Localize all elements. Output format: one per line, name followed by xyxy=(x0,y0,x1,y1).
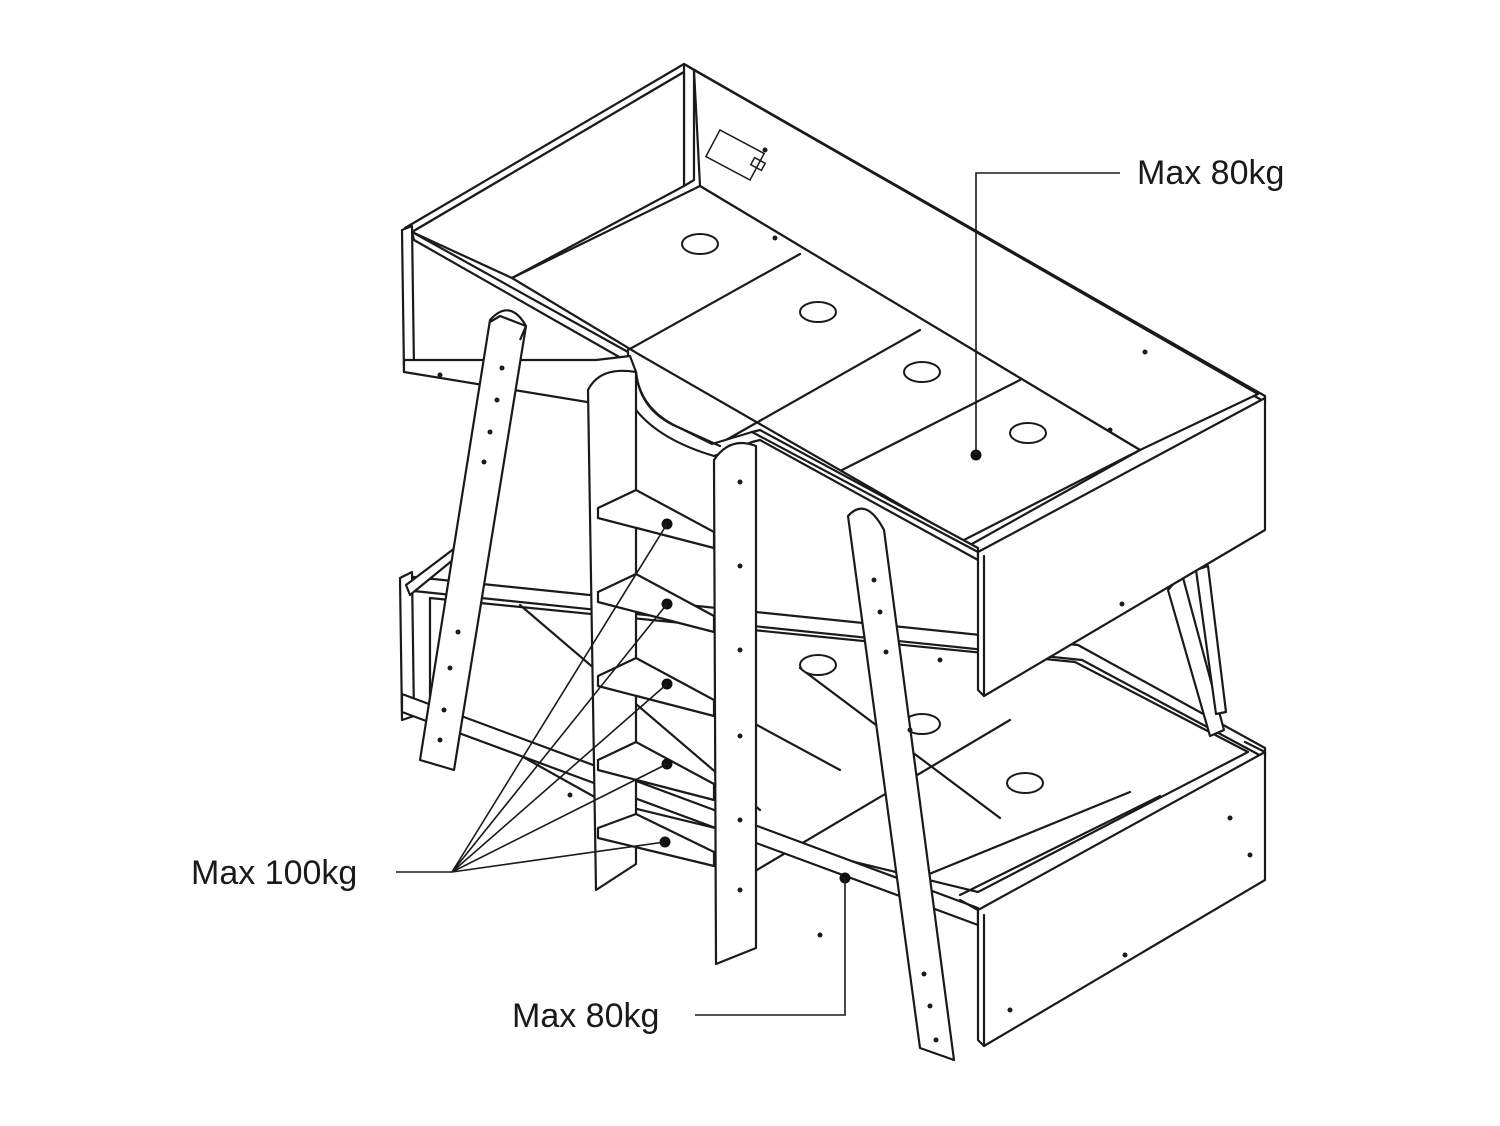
top-bunk xyxy=(400,62,1267,698)
ladder-back-rail xyxy=(586,369,638,892)
ladder-steps-weight-label: Max 100kg xyxy=(191,854,357,892)
callout-top-bunk: Max 80kg xyxy=(970,154,1284,461)
top-bunk-right-end xyxy=(976,396,1267,698)
bolt-pins xyxy=(437,147,1253,1043)
top-bunk-floor xyxy=(510,184,1142,547)
top-bunk-left-end xyxy=(400,224,416,374)
bottom-bunk-weight-label: Max 80kg xyxy=(512,997,659,1035)
callout-bottom-bunk: Max 80kg xyxy=(512,872,851,1035)
ladder-front-rail xyxy=(712,442,758,966)
bottom-bunk-right-end xyxy=(976,750,1267,1048)
top-bunk-weight-label: Max 80kg xyxy=(1137,154,1284,192)
right-slanted-leg xyxy=(846,507,956,1062)
callout-ladder-steps: Max 100kg xyxy=(191,518,673,892)
bottom-bunk xyxy=(398,570,1267,1048)
left-slanted-leg xyxy=(418,309,528,772)
